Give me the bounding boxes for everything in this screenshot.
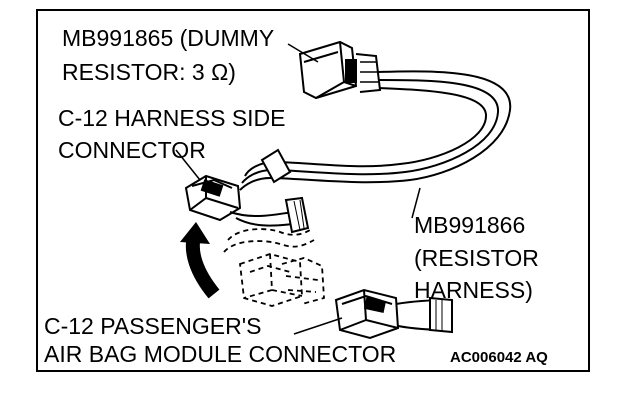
harness-side-label-line1: C-12 HARNESS SIDE — [58, 105, 286, 131]
harness-side-label-line2: CONNECTOR — [58, 137, 206, 163]
resistor-harness-label-line3: HARNESS) — [414, 277, 533, 303]
airbag-connector-label-line1: C-12 PASSENGER'S — [44, 313, 261, 339]
airbag-connector-label-line2: AIR BAG MODULE CONNECTOR — [44, 341, 396, 367]
resistor-harness-cable — [239, 70, 512, 191]
figure-reference: AC006042 AQ — [450, 349, 548, 366]
harness-side-connector — [184, 174, 310, 234]
resistor-harness-label-line1: MB991866 — [414, 212, 525, 238]
dummy-resistor — [298, 40, 382, 100]
dummy-resistor-label-line2: RESISTOR: 3 Ω) — [62, 59, 236, 85]
original-connector-dashed — [223, 228, 325, 307]
curved-arrow-up-icon — [180, 222, 220, 299]
leader-lines — [175, 43, 421, 335]
diagram-frame — [36, 9, 590, 372]
airbag-module-connector — [334, 288, 453, 340]
dummy-resistor-label-line1: MB991865 (DUMMY — [62, 25, 274, 51]
resistor-harness-label-line2: (RESISTOR — [414, 245, 539, 271]
